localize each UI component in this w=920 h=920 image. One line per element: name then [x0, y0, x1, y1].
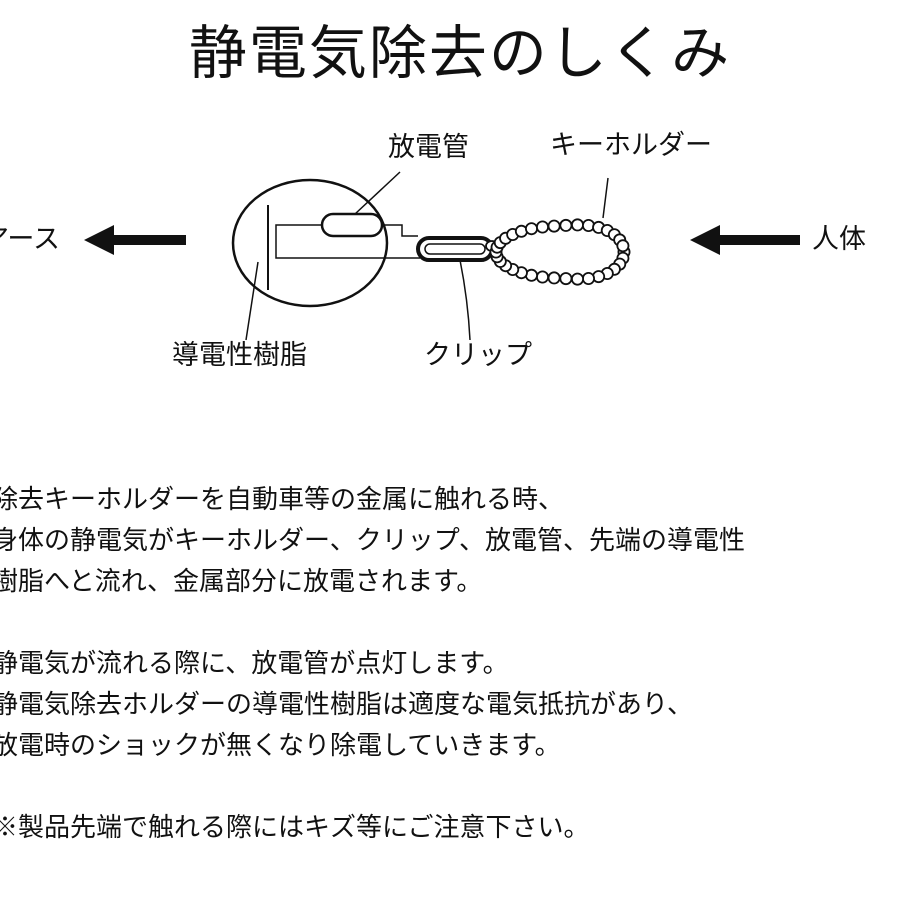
- key-holder-label: キーホルダー: [550, 130, 712, 161]
- chain-bead: [559, 272, 573, 286]
- discharge-tube-shape: [320, 212, 384, 238]
- discharge-tube-pointer: [354, 171, 401, 215]
- clip-label: クリップ: [424, 340, 532, 371]
- clip-pointer: [459, 259, 471, 341]
- description-line: 除去キーホルダーを自動車等の金属に触れる時、: [0, 485, 565, 515]
- description-line: 静電気が流れる際に、放電管が点灯します。: [0, 649, 509, 679]
- chain-bead: [547, 219, 561, 233]
- human-arrow-head: [690, 225, 720, 255]
- internal-wire-left: [275, 224, 420, 259]
- page-title: 静電気除去のしくみ: [188, 19, 732, 87]
- holder-body-outline: [231, 178, 389, 308]
- discharge-tube-label: 放電管: [388, 132, 469, 163]
- earth-label: アース: [0, 224, 61, 255]
- conductive-resin-label: 導電性樹脂: [172, 340, 307, 371]
- description-line: 樹脂へと流れ、金属部分に放電されます。: [0, 567, 483, 597]
- chain-bead: [582, 271, 596, 285]
- clip-shape-inner: [424, 243, 486, 255]
- chain-bead: [547, 271, 561, 285]
- mechanism-diagram: [84, 171, 800, 341]
- description-paragraph: 静電気が流れる際に、放電管が点灯します。 静電気除去ホルダーの導電性樹脂は適度な…: [0, 644, 920, 767]
- chain-bead: [536, 220, 550, 234]
- description-line: 身体の静電気がキーホルダー、クリップ、放電管、先端の導電性: [0, 526, 745, 556]
- human-body-label: 人体: [812, 224, 866, 255]
- chain-bead: [571, 218, 585, 232]
- chain-bead: [559, 218, 573, 232]
- chain-bead: [536, 270, 550, 284]
- clip-shape-outer: [416, 236, 494, 262]
- description-line: 静電気除去ホルダーの導電性樹脂は適度な電気抵抗があり、: [0, 690, 693, 720]
- caution-note: ※製品先端で触れる際にはキズ等にご注意下さい。: [0, 808, 920, 849]
- earth-arrow-head: [84, 225, 114, 255]
- bead-chain: [485, 218, 631, 286]
- description-text: 除去キーホルダーを自動車等の金属に触れる時、 身体の静電気がキーホルダー、クリッ…: [0, 480, 920, 849]
- description-line: 放電時のショックが無くなり除電していきます。: [0, 731, 561, 761]
- chain-bead: [616, 239, 630, 253]
- chain-bead: [525, 222, 539, 236]
- description-paragraph: 除去キーホルダーを自動車等の金属に触れる時、 身体の静電気がキーホルダー、クリッ…: [0, 480, 920, 603]
- conductive-resin-pointer: [245, 261, 259, 341]
- chain-bead: [571, 272, 585, 286]
- caution-line: ※製品先端で触れる際にはキズ等にご注意下さい。: [0, 813, 590, 843]
- key-holder-pointer: [602, 177, 609, 219]
- internal-wire-right: [382, 224, 418, 237]
